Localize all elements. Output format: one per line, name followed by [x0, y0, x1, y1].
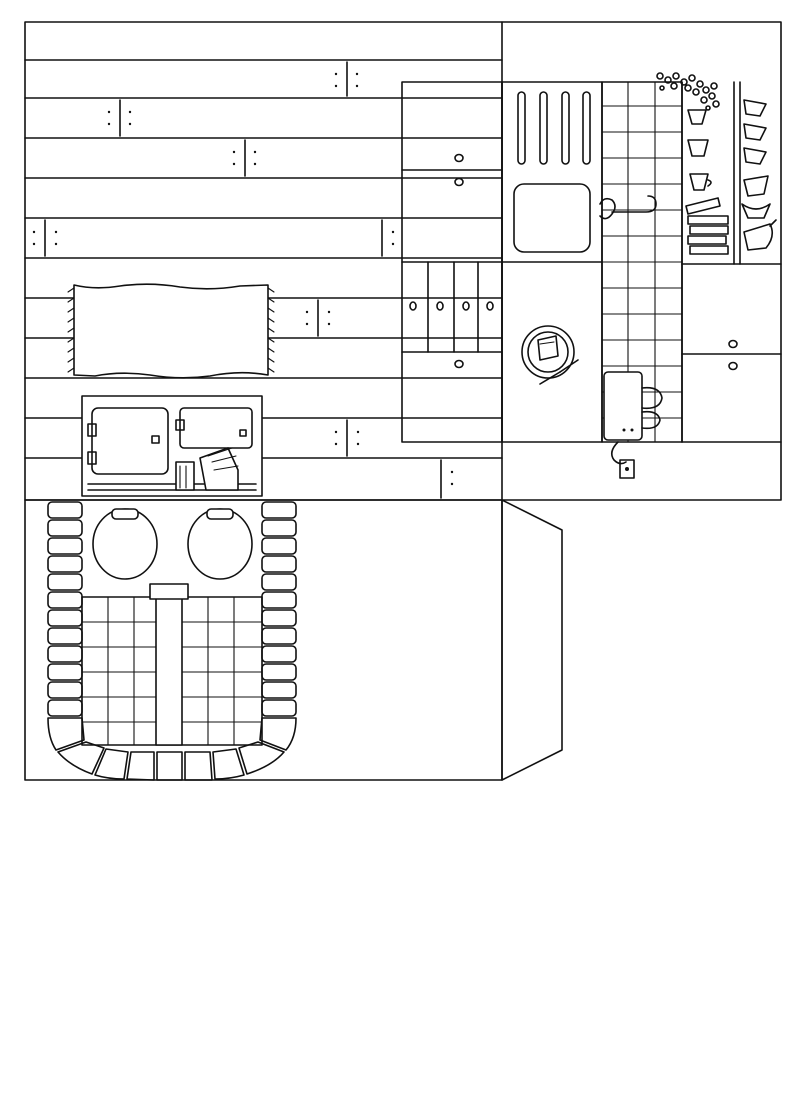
plank-joint — [107, 99, 132, 137]
drawer-unit — [409, 261, 494, 353]
plank-joint — [32, 219, 58, 257]
faucet-icon — [599, 195, 657, 220]
lower-cabinets — [681, 339, 782, 443]
hearth-tiles — [81, 583, 263, 746]
plank-joint — [334, 419, 360, 457]
drainer-rack — [517, 91, 591, 165]
power-socket — [619, 459, 635, 479]
rug-icon — [67, 283, 275, 379]
teapot-icon — [743, 223, 774, 251]
shelf-unit — [656, 72, 782, 443]
plank-joint — [232, 139, 257, 177]
brick-border-right — [261, 501, 297, 717]
plank-joint — [440, 459, 454, 499]
plant-icon — [656, 72, 720, 111]
hearth-runner — [155, 596, 183, 746]
toaster-icon — [603, 371, 663, 479]
sink-counter — [501, 81, 657, 443]
plank-joint — [305, 299, 331, 337]
cups-icon — [687, 109, 712, 191]
oven-door — [91, 407, 169, 475]
hearth-panel — [47, 501, 297, 781]
plank-joint — [381, 219, 395, 257]
stove-icon — [81, 395, 263, 497]
plate-with-toast-icon — [521, 325, 579, 385]
hearth-step — [149, 583, 189, 600]
bowls-icon — [741, 99, 777, 251]
books-icon — [685, 197, 729, 255]
tiled-wall — [601, 81, 683, 479]
upper-cabinets — [401, 81, 503, 443]
power-cord — [610, 441, 627, 465]
cabinet-knob — [454, 177, 464, 187]
stool-icon — [92, 508, 158, 580]
cabinet-knob — [454, 153, 464, 163]
plank-joint — [334, 61, 359, 97]
sink-icon — [513, 183, 591, 253]
stool-icon — [187, 508, 253, 580]
side-flap — [501, 499, 563, 781]
cabinet-knob — [454, 359, 464, 369]
brick-border-bottom — [47, 717, 297, 781]
oven-door — [179, 407, 253, 449]
towel-icon — [175, 447, 239, 491]
brick-border-left — [47, 501, 83, 717]
